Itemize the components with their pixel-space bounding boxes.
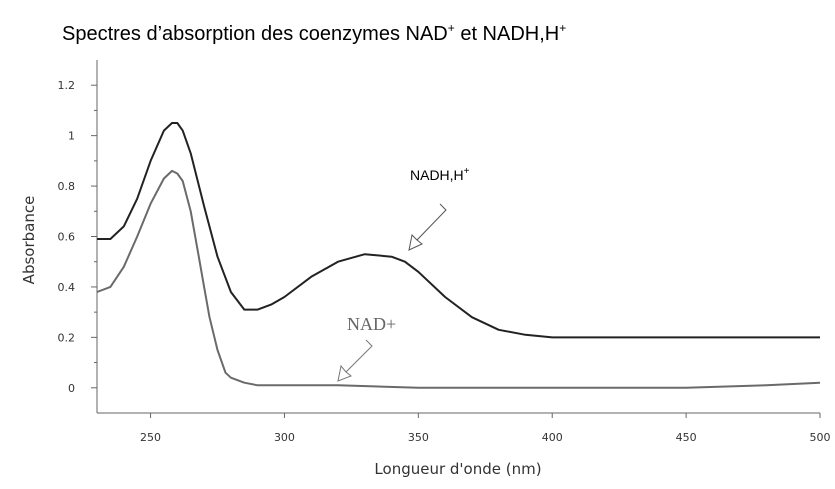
- annotation-nadh: NADH,H+: [408, 166, 470, 251]
- y-tick-label: 0.8: [58, 180, 76, 193]
- y-tick-label: 0.4: [58, 281, 76, 294]
- series-line-nadh: [97, 122, 820, 339]
- annotation-nadh-sup: +: [464, 166, 470, 177]
- x-ticks: 250 300 350 400 450 500: [140, 413, 831, 444]
- chart-title-sup-1: +: [448, 21, 455, 35]
- x-tick-label: 350: [408, 431, 429, 444]
- series-layer: [96, 122, 821, 389]
- chart-title-main: Spectres d’absorption des coenzymes NAD: [62, 23, 448, 45]
- x-tick-label: 450: [676, 431, 697, 444]
- annotation-nadh-arrow: [408, 203, 447, 251]
- series-line-nad: [96, 169, 821, 389]
- y-ticks: 0 0.2 0.4 0.6 0.8 1 1.2: [58, 79, 97, 395]
- y-tick-label: 0: [68, 382, 75, 395]
- x-tick-label: 250: [140, 431, 161, 444]
- chart-title-mid: et NADH,H: [455, 23, 559, 45]
- x-tick-label: 500: [810, 431, 831, 444]
- chart-title-sup-2: +: [559, 21, 566, 35]
- y-axis-label: Absorbance: [20, 196, 38, 285]
- chart-title: Spectres d’absorption des coenzymes NAD+…: [62, 21, 566, 45]
- x-axis-label: Longueur d'onde (nm): [374, 460, 541, 478]
- y-tick-label: 1.2: [58, 79, 76, 92]
- annotation-nadh-label: NADH,H+: [410, 166, 470, 183]
- x-tick-label: 400: [542, 431, 563, 444]
- annotation-nadh-text: NADH,H: [410, 167, 464, 183]
- annotation-nad-arrow: [337, 339, 373, 382]
- y-tick-label: 0.2: [58, 331, 76, 344]
- y-tick-label: 0.6: [58, 231, 76, 244]
- annotation-nad: NAD+: [337, 314, 396, 382]
- y-tick-label: 1: [68, 130, 75, 143]
- annotation-nad-label: NAD+: [347, 314, 396, 334]
- x-tick-label: 300: [274, 431, 295, 444]
